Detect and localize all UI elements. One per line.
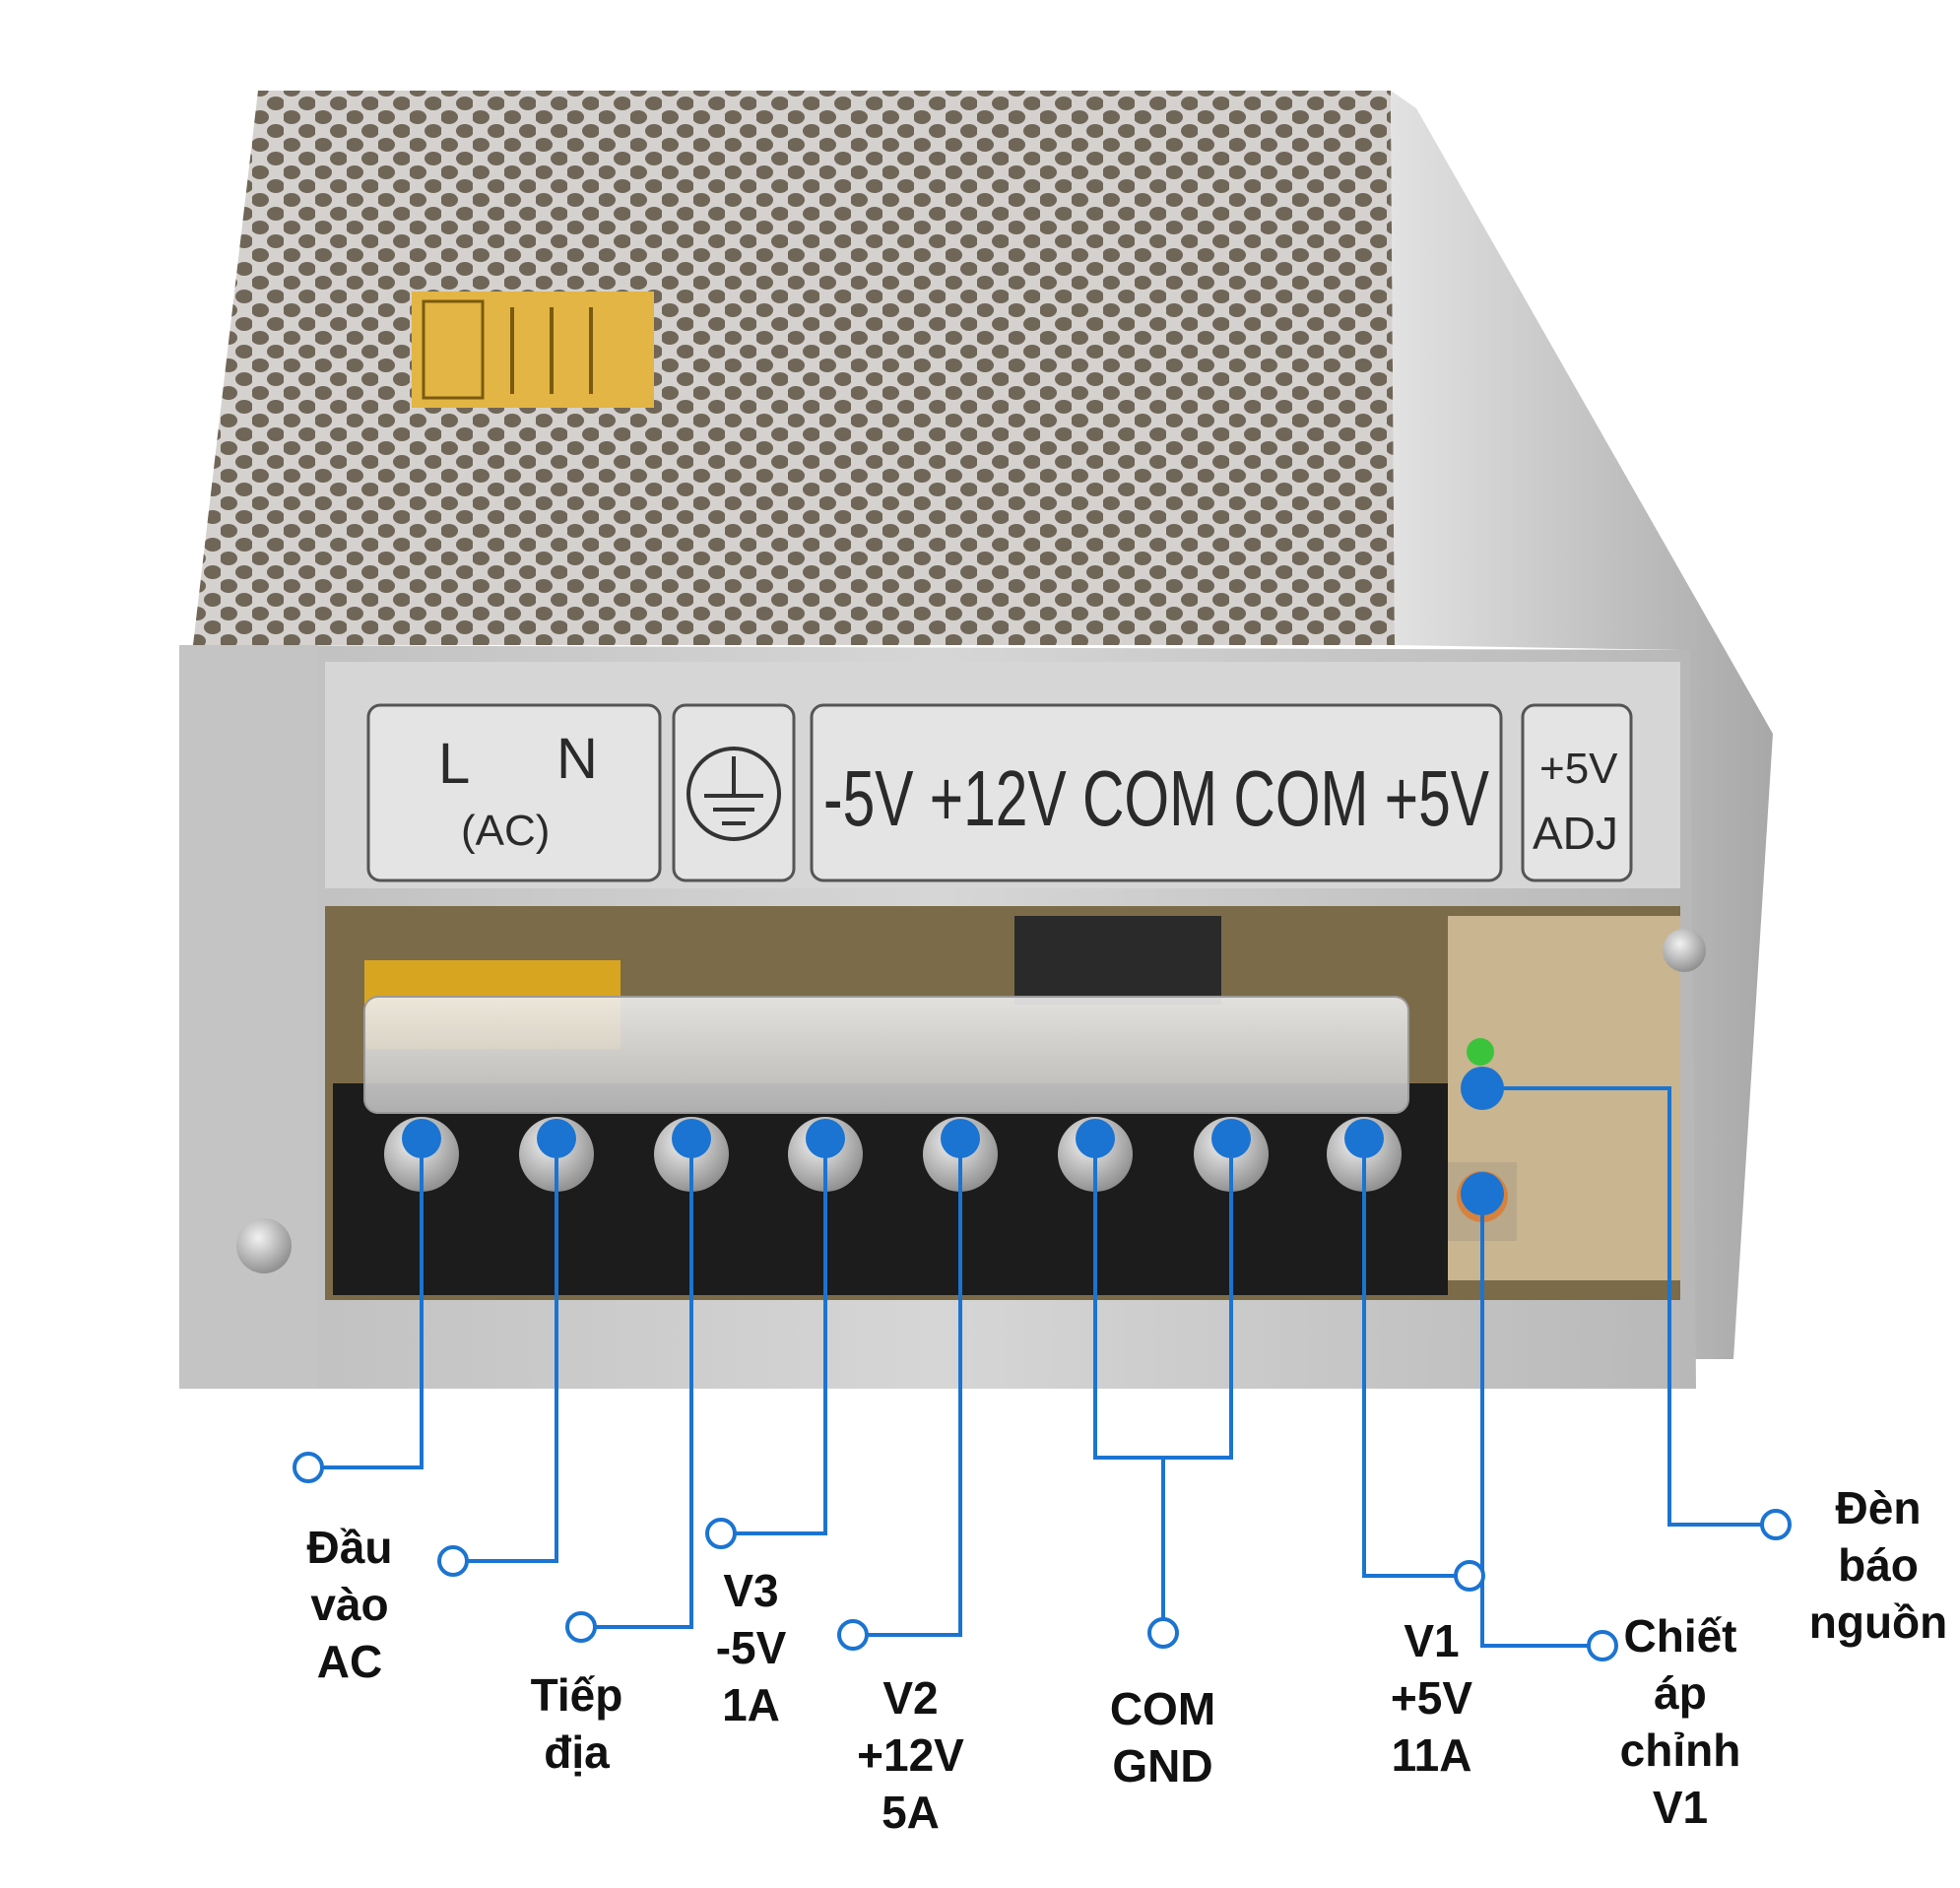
ac-n-label: N: [556, 727, 598, 791]
outputs-box: [810, 703, 1503, 882]
callout-dots: [402, 1067, 1504, 1215]
mounting-screw-icon: [236, 1218, 292, 1273]
adj-box: [1521, 703, 1633, 882]
callout-lines: [308, 1086, 1776, 1648]
chassis-right-side: [1391, 91, 1773, 1359]
ac-box: [366, 703, 662, 882]
warning-sticker-icon: [412, 292, 654, 408]
adj-bottom-label: ADJ: [1533, 808, 1618, 859]
ac-label: (AC): [461, 807, 550, 855]
label-v2: V2 +12V 5A: [857, 1672, 964, 1838]
chassis-left-flange: [179, 645, 317, 1389]
label-v3: V3 -5V 1A: [715, 1565, 787, 1730]
callout-rings: [293, 1452, 1792, 1661]
label-com-gnd: COM GND: [1109, 1683, 1216, 1791]
label-power-led: Đèn báo nguồn: [1808, 1482, 1948, 1648]
ground-symbol-icon: [686, 747, 781, 841]
electrolytic-capacitor: [1014, 916, 1221, 1005]
label-trimmer: Chiết áp chỉnh V1: [1619, 1610, 1741, 1833]
label-ground: Tiếp địa: [530, 1669, 623, 1778]
ac-l-label: L: [438, 732, 470, 796]
power-led-icon: [1467, 1038, 1494, 1066]
terminal-block: [333, 1083, 1448, 1295]
mounting-screw-icon: [1663, 929, 1706, 972]
label-ac-input: Đầu vào AC: [306, 1522, 393, 1687]
perforated-top-cover: [193, 91, 1395, 645]
adj-top-label: +5V: [1539, 745, 1618, 793]
outputs-label: -5V +12V COM COM +5V: [823, 754, 1489, 842]
label-v1: V1 +5V 11A: [1390, 1615, 1473, 1781]
terminal-cover: [363, 996, 1409, 1114]
